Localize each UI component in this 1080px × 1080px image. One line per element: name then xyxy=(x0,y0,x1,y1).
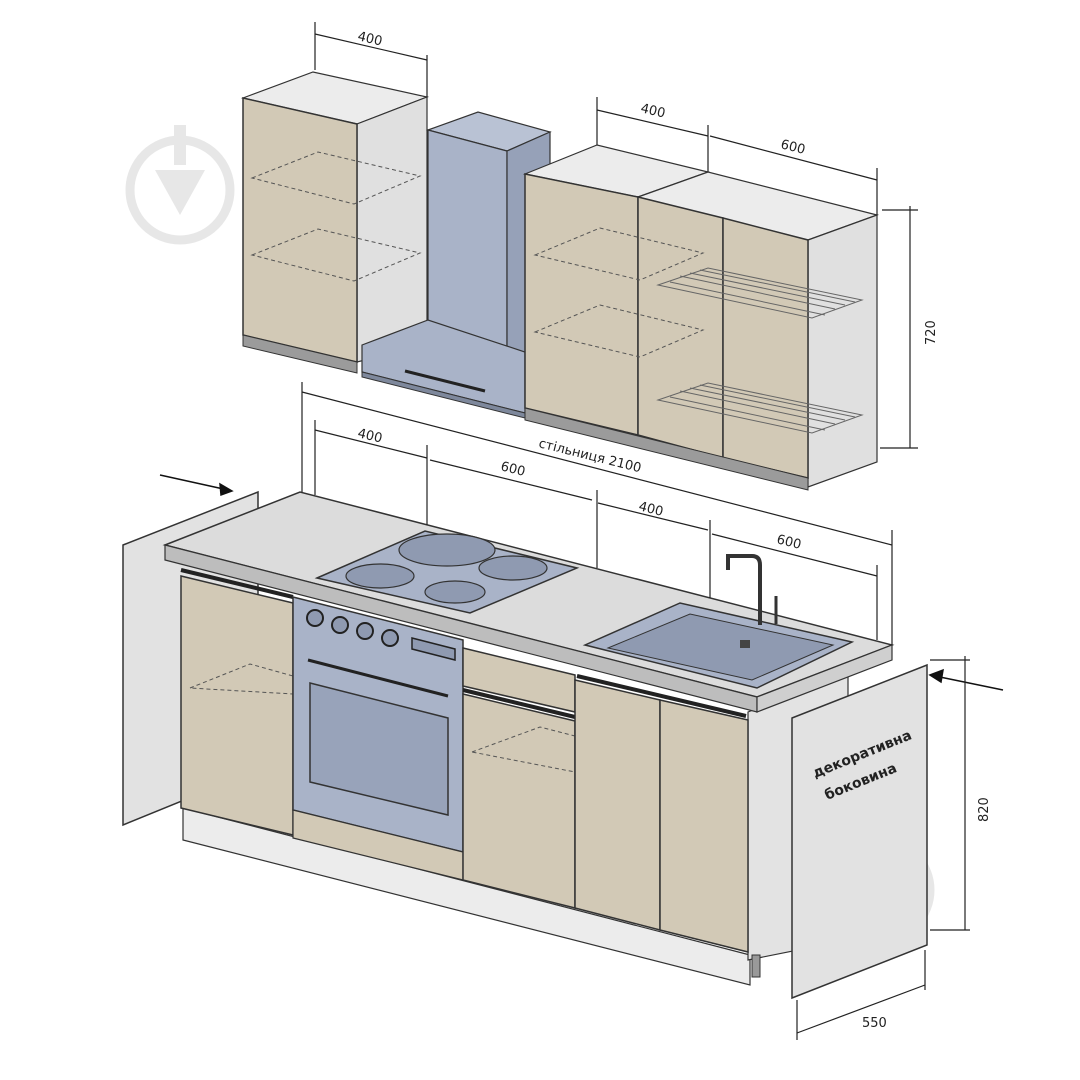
dimension-lines xyxy=(301,22,970,1040)
cooktop xyxy=(314,530,580,614)
dim-lower-seg-1: 400 xyxy=(356,426,384,446)
plinth xyxy=(182,807,751,986)
base-cabinet-right xyxy=(574,674,761,978)
faucet-icon xyxy=(726,554,778,625)
oven-knob xyxy=(306,609,324,627)
upper-cabinet-left xyxy=(240,71,430,374)
range-hood xyxy=(361,111,552,419)
dish-rack xyxy=(656,267,864,434)
arrow-icon xyxy=(159,474,234,497)
dim-base-height: 820 xyxy=(977,797,992,822)
sink xyxy=(582,554,855,689)
watermark-logo-icon xyxy=(125,125,235,245)
base-cabinet-left xyxy=(180,568,294,836)
dim-lower-seg-3: 400 xyxy=(637,499,665,520)
dim-depth: 550 xyxy=(862,1016,887,1031)
dim-lower-seg-4: 600 xyxy=(775,532,803,553)
dim-upper-height: 720 xyxy=(924,320,939,345)
arrow-icon xyxy=(928,668,1004,691)
oven-knob xyxy=(381,629,399,647)
oven-knob xyxy=(331,616,349,634)
side-panel-right: декоративна боковина xyxy=(791,663,928,1000)
oven-knob xyxy=(356,622,374,640)
dim-upper-mid: 400 xyxy=(639,101,667,121)
dim-upper-right: 600 xyxy=(779,137,807,158)
dim-lower-seg-2: 600 xyxy=(499,459,527,480)
dim-upper-left: 400 xyxy=(356,29,384,49)
oven xyxy=(292,596,464,881)
upper-cabinet-right xyxy=(522,144,880,491)
base-cabinet-middle xyxy=(462,647,576,909)
